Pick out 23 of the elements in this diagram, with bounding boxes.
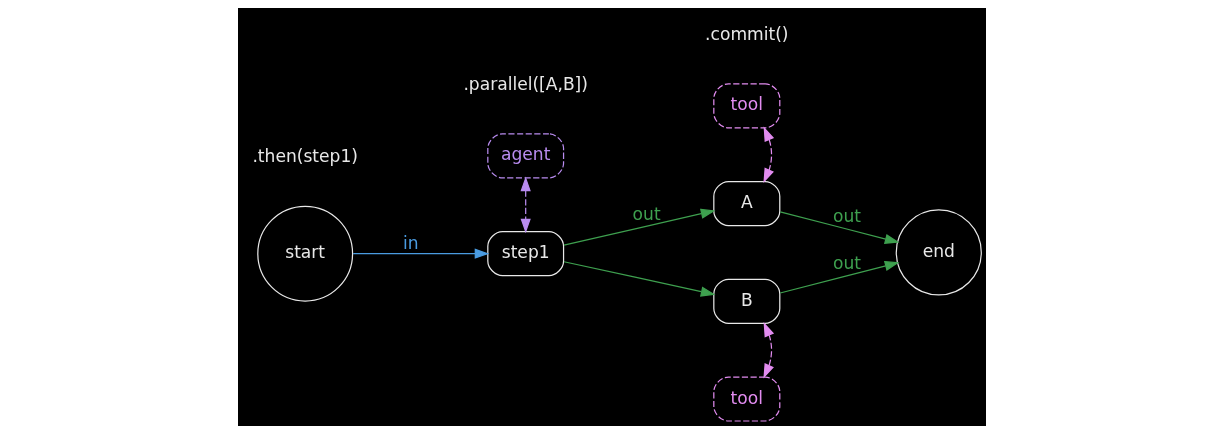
node-box: tool	[713, 83, 781, 129]
edge-label: in	[403, 233, 419, 254]
node-box: A	[713, 180, 781, 227]
arrow	[779, 260, 900, 294]
node-box: agent	[487, 133, 565, 179]
node-circle: start	[257, 205, 354, 302]
arrow	[763, 322, 775, 379]
label: .commit()	[705, 23, 789, 44]
arrow	[763, 126, 775, 184]
arrow	[520, 176, 531, 234]
node-box: B	[713, 278, 781, 324]
node-circle: end	[895, 209, 982, 296]
label: .parallel([A,B])	[463, 73, 588, 94]
label: .then(step1)	[252, 145, 358, 166]
node-box: tool	[713, 376, 781, 422]
arrow	[563, 208, 716, 246]
arrow	[352, 248, 490, 259]
edge-label: out	[832, 206, 861, 227]
edge-label: out	[832, 252, 861, 273]
node-box: step1	[487, 231, 565, 277]
arrow	[563, 261, 716, 297]
edge-label: out	[632, 203, 661, 224]
arrow	[779, 211, 900, 244]
